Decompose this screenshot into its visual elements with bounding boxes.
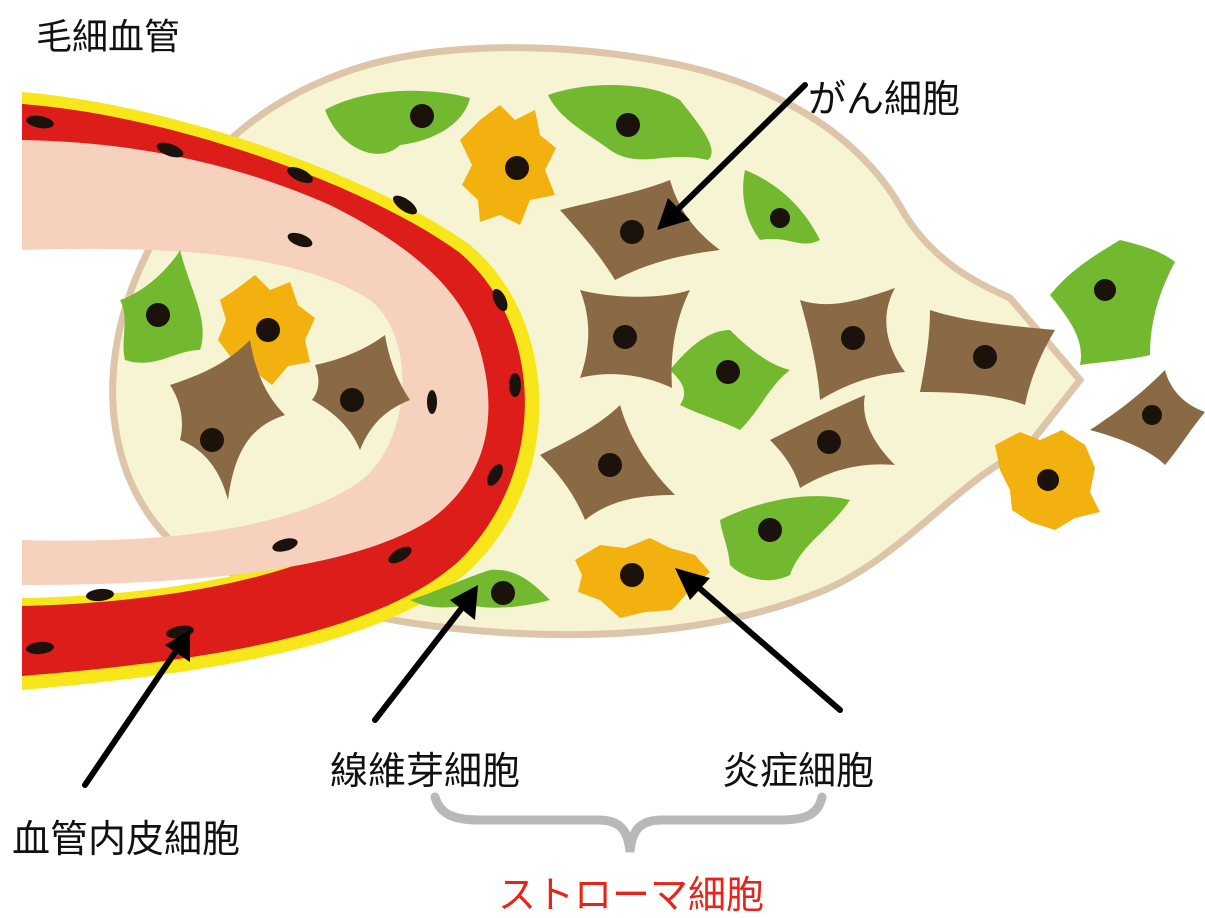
stroma-bracket [435, 797, 822, 852]
inflammatory-cell-label: 炎症細胞 [722, 752, 874, 790]
cancer-cell-label: がん細胞 [808, 80, 960, 118]
stromal-cell-label: ストローマ細胞 [498, 876, 764, 914]
fibroblast-label: 線維芽細胞 [330, 752, 520, 790]
endothelial-cell-label: 血管内皮細胞 [12, 820, 240, 858]
capillary-label: 毛細血管 [36, 20, 180, 56]
